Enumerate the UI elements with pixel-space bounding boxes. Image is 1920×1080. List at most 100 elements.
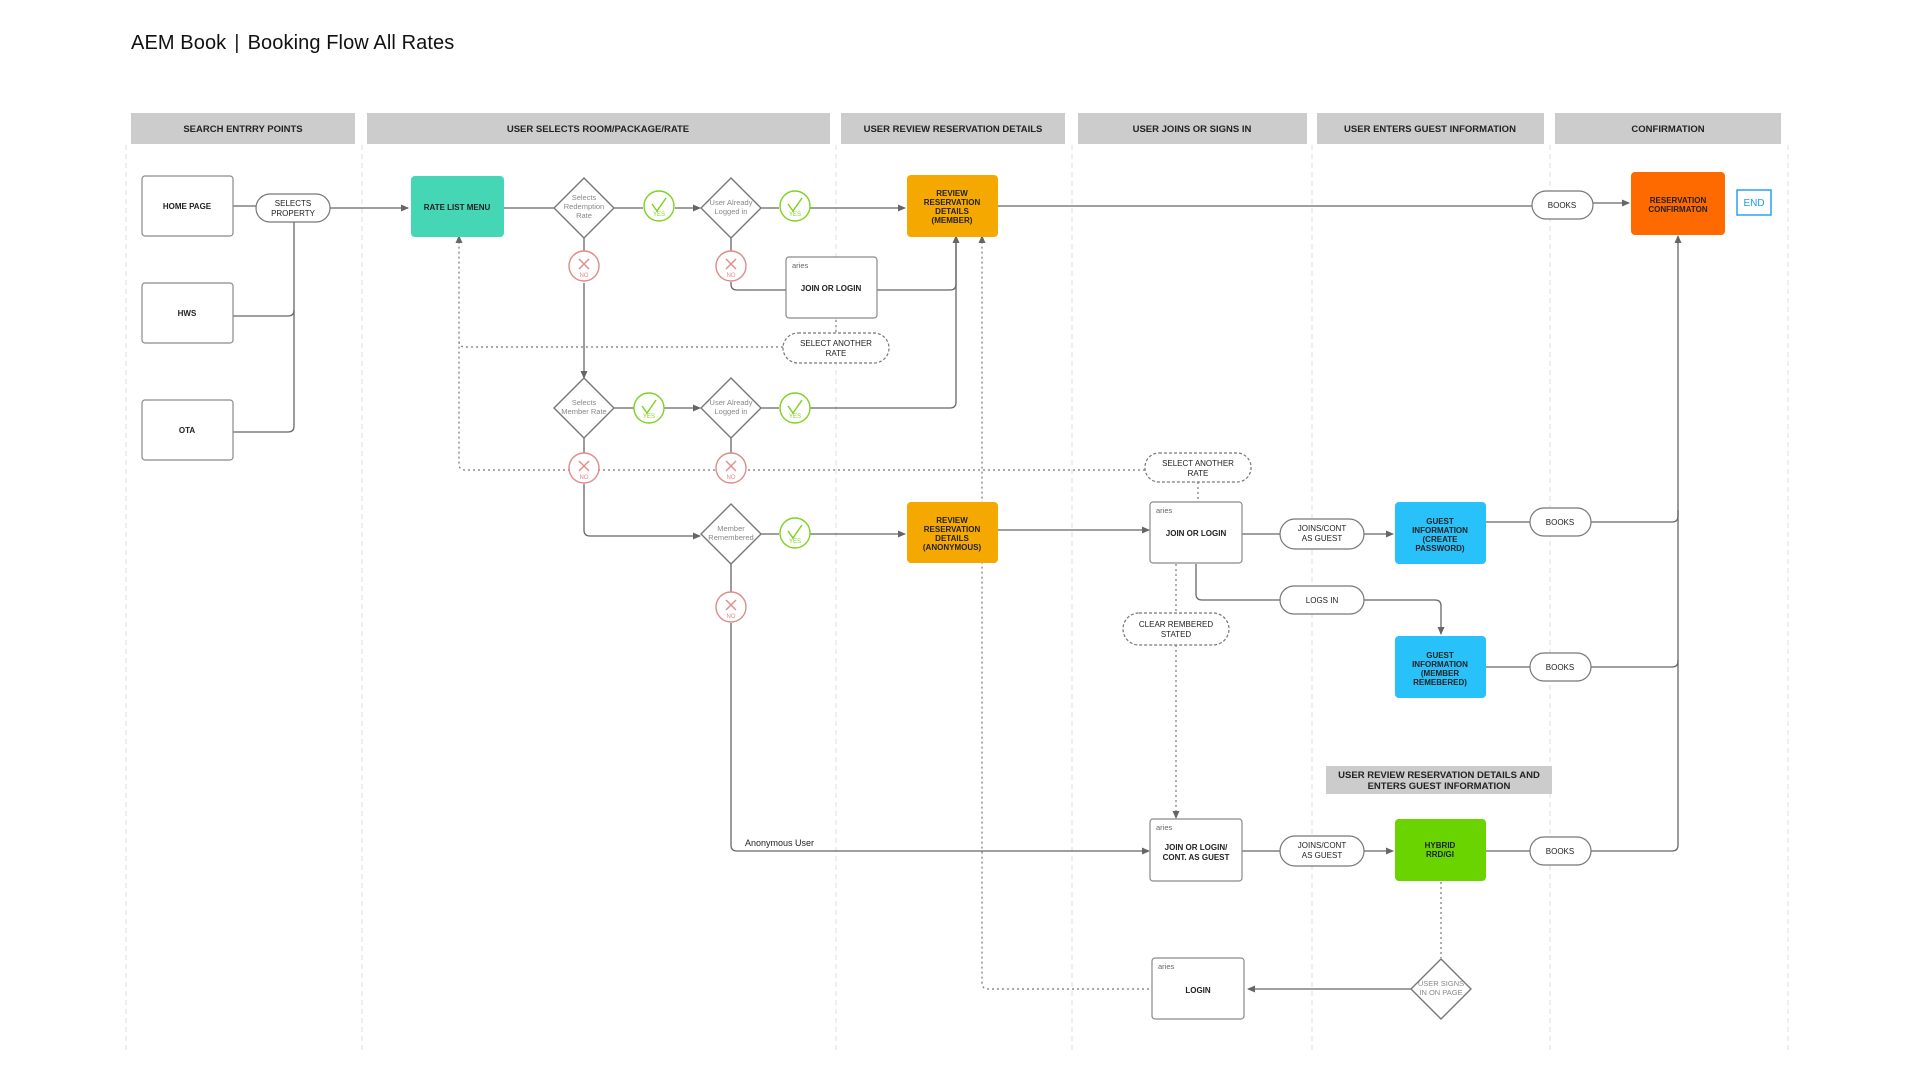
node-label: RATE LIST MENU	[424, 203, 491, 212]
entry-hws[interactable]: HWS	[141, 282, 234, 344]
entry-ota[interactable]: OTA	[141, 399, 234, 461]
node-label: RESERVATION	[924, 198, 981, 207]
pill-text: PROPERTY	[271, 209, 316, 218]
decision-text: Redemption	[564, 202, 604, 211]
node-label: RESERVATION	[1650, 196, 1707, 205]
pill-text: RATE	[1188, 469, 1209, 478]
node-label: GUEST	[1426, 517, 1454, 526]
node-label: (MEMBER	[1421, 669, 1459, 678]
node-label: DETAILS	[935, 207, 969, 216]
sub-lane-label: USER REVIEW RESERVATION DETAILS AND	[1338, 770, 1540, 781]
yes-marker: YES	[779, 392, 811, 424]
lane-dividers	[125, 145, 1789, 1050]
pill-text: JOINS/CONT	[1298, 841, 1347, 850]
pill-text: BOOKS	[1548, 201, 1576, 210]
lane-label: SEARCH ENTRRY POINTS	[183, 124, 302, 135]
review-details-member-node[interactable]: REVIEW RESERVATION DETAILS (MEMBER)	[907, 175, 998, 237]
no-marker: NO	[715, 452, 747, 484]
login-node[interactable]: aries LOGIN	[1151, 957, 1245, 1020]
hybrid-rrd-gi-node[interactable]: HYBRID RRD/GI	[1395, 819, 1486, 881]
guest-info-create-password-node[interactable]: GUEST INFORMATION (CREATE PASSWORD)	[1395, 502, 1486, 564]
no-text: NO	[580, 475, 589, 481]
aries-tag: aries	[1156, 823, 1173, 832]
no-marker: NO	[715, 250, 747, 282]
no-marker: NO	[568, 250, 600, 282]
join-login-guest-node[interactable]: aries JOIN OR LOGIN/ CONT. AS GUEST	[1149, 818, 1243, 882]
yes-text: YES	[653, 212, 665, 218]
lane-header-join	[1078, 113, 1307, 144]
decision-redemption-rate: Selects Redemption Rate	[553, 177, 615, 239]
rate-list-menu-node[interactable]: RATE LIST MENU	[411, 176, 504, 237]
end-text: END	[1743, 198, 1764, 209]
decision-logged-in-2: User Already Logged in	[700, 377, 762, 439]
yes-text: YES	[789, 414, 801, 420]
lane-header-confirmation	[1555, 113, 1781, 144]
x-icon	[578, 460, 590, 472]
node-label: PASSWORD)	[1415, 544, 1465, 553]
node-label: RESERVATION	[924, 525, 981, 534]
decision-logged-in-1: User Already Logged in	[700, 177, 762, 239]
logs-in-pill: LOGS IN	[1279, 585, 1365, 615]
node-label: INFORMATION	[1412, 526, 1468, 535]
flow-connectors	[233, 199, 1682, 993]
lane-label: USER SELECTS ROOM/PACKAGE/RATE	[507, 124, 689, 135]
aries-tag: aries	[792, 261, 809, 270]
node-label: LOGIN	[1185, 986, 1211, 995]
no-marker: NO	[568, 452, 600, 484]
decision-member-rate: Selects Member Rate	[553, 377, 615, 439]
x-icon	[725, 599, 737, 611]
node-label: JOIN OR LOGIN	[801, 284, 862, 293]
decision-text: IN ON PAGE	[1419, 988, 1462, 997]
check-icon	[651, 197, 667, 213]
select-another-rate-pill-1: SELECT ANOTHER RATE	[782, 332, 890, 364]
x-icon	[725, 258, 737, 270]
node-label: RRD/GI	[1426, 850, 1454, 859]
node-label: CONT. AS GUEST	[1163, 853, 1230, 862]
anonymous-user-label: Anonymous User	[745, 838, 814, 848]
aries-tag: aries	[1158, 962, 1175, 971]
join-or-login-node-1[interactable]: aries JOIN OR LOGIN	[785, 256, 878, 319]
entry-home-page[interactable]: HOME PAGE	[141, 175, 234, 237]
decision-text: Member Rate	[561, 407, 606, 416]
no-text: NO	[727, 475, 736, 481]
pill-text: STATED	[1161, 630, 1192, 639]
yes-text: YES	[643, 414, 655, 420]
node-label: (ANONYMOUS)	[923, 543, 982, 552]
lane-label: USER REVIEW RESERVATION DETAILS	[864, 124, 1043, 135]
no-text: NO	[727, 273, 736, 279]
guest-info-member-remembered-node[interactable]: GUEST INFORMATION (MEMBER REMEBERED)	[1395, 636, 1486, 698]
no-marker: NO	[715, 591, 747, 623]
title-app: AEM Book	[131, 32, 227, 54]
reservation-confirmation-node[interactable]: RESERVATION CONFIRMATON	[1631, 172, 1725, 235]
decision-text: User Already	[710, 198, 753, 207]
node-label: JOIN OR LOGIN	[1166, 529, 1227, 538]
selects-property-pill: SELECTS PROPERTY	[255, 193, 331, 223]
end-node: END	[1736, 189, 1772, 216]
x-icon	[725, 460, 737, 472]
lane-header-select-rate	[367, 113, 830, 144]
node-label: REMEBERED)	[1413, 678, 1467, 687]
join-or-login-node-2[interactable]: aries JOIN OR LOGIN	[1149, 501, 1243, 564]
lane-headers: SEARCH ENTRRY POINTS USER SELECTS ROOM/P…	[131, 113, 1781, 794]
node-label: GUEST	[1426, 651, 1454, 660]
pill-text: SELECT ANOTHER	[1162, 459, 1234, 468]
pill-text: LOGS IN	[1306, 596, 1339, 605]
decision-text: Selects	[572, 193, 597, 202]
node-label: (MEMBER)	[932, 216, 973, 225]
books-pill: BOOKS	[1529, 652, 1592, 682]
pill-text: AS GUEST	[1302, 851, 1343, 860]
title-separator: |	[234, 32, 240, 54]
lane-label: USER JOINS OR SIGNS IN	[1133, 124, 1252, 135]
lane-label: USER ENTERS GUEST INFORMATION	[1344, 124, 1516, 135]
books-pill: BOOKS	[1531, 190, 1594, 220]
lane-header-search-entry	[131, 113, 355, 144]
books-pill: BOOKS	[1529, 507, 1592, 537]
lane-header-guest-info	[1317, 113, 1544, 144]
check-icon	[787, 524, 803, 540]
pill-text: BOOKS	[1546, 518, 1574, 527]
sub-lane-header	[1326, 766, 1552, 794]
node-label: DETAILS	[935, 534, 969, 543]
review-details-anonymous-node[interactable]: REVIEW RESERVATION DETAILS (ANONYMOUS)	[907, 502, 998, 563]
x-icon	[578, 258, 590, 270]
